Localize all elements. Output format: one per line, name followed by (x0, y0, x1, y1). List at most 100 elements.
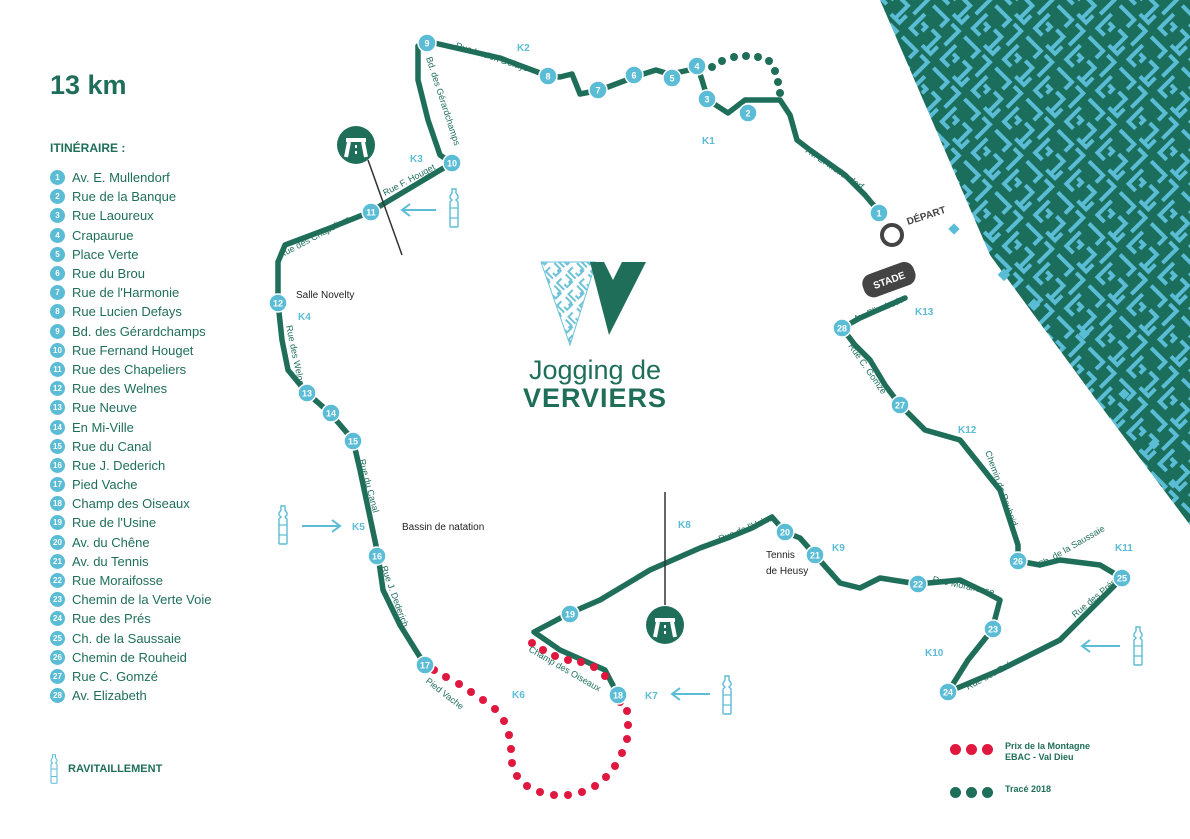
itinerary-number: 14 (50, 419, 65, 435)
svg-text:Rue des Chapeliers: Rue des Chapeliers (277, 214, 352, 260)
itinerary-number: 6 (50, 266, 65, 282)
waypoint-marker: 13 (297, 383, 317, 403)
refreshment-points (278, 188, 1143, 715)
itinerary-number: 7 (50, 285, 65, 301)
waypoint-number: 17 (420, 661, 430, 671)
itinerary-number: 3 (50, 208, 65, 224)
itinerary-street: Rue Fernand Houget (72, 342, 194, 358)
waypoint-marker: 22 (908, 574, 928, 594)
itinerary-number: 5 (50, 246, 65, 262)
itinerary-number: 24 (50, 611, 65, 627)
waypoint-marker: 11 (361, 202, 381, 222)
corner-pattern (880, 0, 1190, 525)
itinerary-number: 8 (50, 304, 65, 320)
waypoint-number: 13 (302, 389, 312, 399)
itinerary-item: 3 Rue Laoureux (50, 206, 211, 225)
legend-trace-2018: Tracé 2018 (950, 784, 1051, 798)
waypoint-marker: 28 (832, 318, 852, 338)
waypoint-marker: 25 (1112, 568, 1132, 588)
svg-text:Tennis: Tennis (766, 550, 795, 561)
waypoint-number: 19 (565, 610, 575, 620)
itinerary-street: Av. Elizabeth (72, 688, 147, 704)
waypoint-marker: 16 (367, 546, 387, 566)
itinerary-number: 10 (50, 342, 65, 358)
itinerary-number: 15 (50, 438, 65, 454)
itinerary-number: 26 (50, 649, 65, 665)
waypoint-marker: 17 (415, 655, 435, 675)
svg-text:Rue des Prés: Rue des Prés (1070, 577, 1119, 620)
waypoint-number: 4 (694, 62, 699, 72)
itinerary-street: Rue Lucien Defays (72, 304, 182, 320)
itinerary-item: 13 Rue Neuve (50, 398, 211, 417)
svg-text:Rue Moraifosse: Rue Moraifosse (932, 574, 996, 597)
itinerary-number: 11 (50, 361, 65, 377)
logo-line1: Jogging de (528, 355, 662, 385)
waypoint-marker: 15 (343, 431, 363, 451)
svg-text:de Heusy: de Heusy (766, 566, 808, 577)
waypoint-marker: 20 (775, 522, 795, 542)
svg-text:K11: K11 (1115, 543, 1133, 554)
svg-text:K13: K13 (915, 307, 934, 318)
svg-text:K9: K9 (832, 543, 845, 554)
waypoint-marker: 24 (938, 682, 958, 702)
itinerary-street: Crapaurue (72, 227, 134, 243)
itinerary-number: 16 (50, 457, 65, 473)
itinerary-street: Rue Laoureux (72, 208, 154, 224)
ravitaillement-label: RAVITAILLEMENT (68, 763, 163, 775)
stade-badge: STADE (862, 261, 916, 298)
itinerary-number: 4 (50, 227, 65, 243)
itinerary-street: En Mi-Ville (72, 419, 134, 435)
waypoint-number: 8 (545, 72, 550, 82)
waypoint-number: 14 (326, 409, 336, 419)
water-bottle-icon (278, 505, 288, 545)
svg-text:K12: K12 (958, 425, 977, 436)
itinerary-number: 25 (50, 630, 65, 646)
itinerary-number: 21 (50, 553, 65, 569)
waypoint-number: 9 (424, 39, 429, 49)
itinerary-number: 13 (50, 400, 65, 416)
waypoint-number: 6 (631, 71, 636, 81)
itinerary-street: Rue J. Dederich (72, 457, 166, 473)
legend-prix-montagne: Prix de la Montagne EBAC - Val Dieu (950, 741, 1090, 763)
waypoint-marker: 3 (697, 89, 717, 109)
itinerary-street: Rue Neuve (72, 400, 138, 416)
waypoint-marker: 12 (268, 293, 288, 313)
waypoint-number: 5 (669, 74, 674, 84)
itinerary-street: Rue du Canal (72, 438, 152, 454)
itinerary-number: 2 (50, 189, 65, 205)
motorway-icon (645, 605, 685, 645)
motorway-icon (336, 125, 376, 165)
waypoint-marker: 19 (560, 604, 580, 624)
waypoint-marker: 2 (738, 103, 758, 123)
itinerary-street: Rue des Chapeliers (72, 361, 187, 377)
svg-text:K7: K7 (645, 691, 658, 702)
itinerary-number: 23 (50, 592, 65, 608)
waypoint-marker: 9 (417, 33, 437, 53)
svg-text:Av. Elisabeth: Av. Elisabeth (852, 295, 904, 324)
itinerary-item: 11 Rue des Chapeliers (50, 360, 211, 379)
distance-label: 13 km (50, 70, 127, 100)
itinerary-number: 19 (50, 515, 65, 531)
water-bottle-icon (50, 754, 58, 784)
waypoint-number: 12 (273, 299, 283, 309)
motorway-line-north (367, 159, 403, 256)
waypoint-marker: 26 (1008, 551, 1028, 571)
waypoint-number: 24 (943, 688, 953, 698)
waypoints: 1234567891011121314151617181920212223242… (268, 33, 1132, 705)
prix-line1: Prix de la Montagne (1005, 741, 1091, 751)
svg-text:Rue C. Gomzé: Rue C. Gomzé (846, 341, 888, 396)
itinerary-item: 8 Rue Lucien Defays (50, 302, 211, 321)
